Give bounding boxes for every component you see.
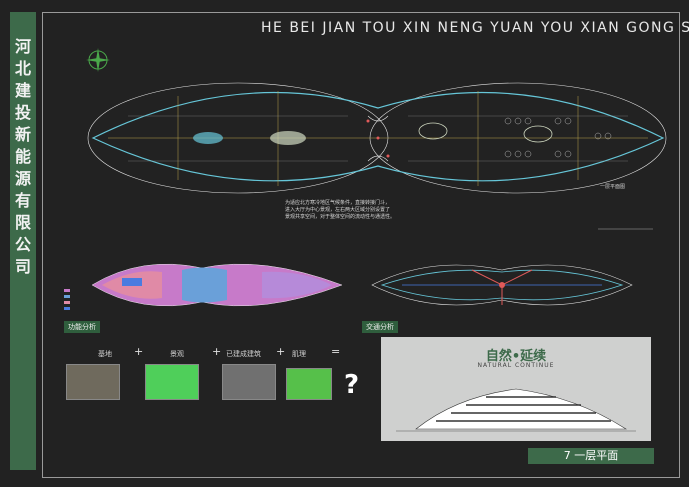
traffic-analysis-tag: 交通分析 [362, 321, 398, 333]
poster-frame [42, 12, 680, 478]
render-title: 自然•延续 [485, 349, 547, 364]
built-photo [222, 364, 276, 400]
vertical-company-title: 河 北 建 投 新 能 源 有 限 公 司 [10, 12, 36, 470]
compass-icon [86, 48, 110, 72]
built-label: 已建成建筑 [226, 350, 261, 358]
texture-photo [286, 368, 332, 400]
plan-label: 一层平面图 [600, 184, 626, 190]
plan-caption: 为适应北方寒冷地区气候条件，直接转接门斗， 进入大厅为中心景观，左右两大区域分别… [285, 200, 396, 220]
function-legend [64, 289, 70, 310]
plus-operator: + [276, 345, 286, 358]
site-label: 基地 [98, 350, 112, 358]
curtain-wall-line [91, 91, 665, 182]
traffic-analysis-diagram [371, 264, 633, 306]
page-footer-label: 7 一层平面 [528, 448, 654, 464]
render-subtitle: NATURAL CONTINUE [477, 362, 555, 369]
question-mark: ? [344, 370, 360, 400]
function-analysis-diagram [91, 263, 343, 307]
landscape-label: 景观 [170, 350, 184, 358]
equals-operator: = [331, 345, 341, 358]
pinyin-title: HE BEI JIAN TOU XIN NENG YUAN YOU XIAN G… [261, 20, 689, 36]
rendering-image: 自然•延续 NATURAL CONTINUE [381, 337, 651, 441]
site-photo [66, 364, 120, 400]
texture-label: 肌理 [292, 350, 306, 358]
function-analysis-tag: 功能分析 [64, 321, 100, 333]
first-floor-plan [86, 48, 667, 230]
plus-operator: + [212, 345, 222, 358]
building-elevation [396, 388, 636, 432]
plus-operator: + [134, 345, 144, 358]
landscape-photo [145, 364, 199, 400]
